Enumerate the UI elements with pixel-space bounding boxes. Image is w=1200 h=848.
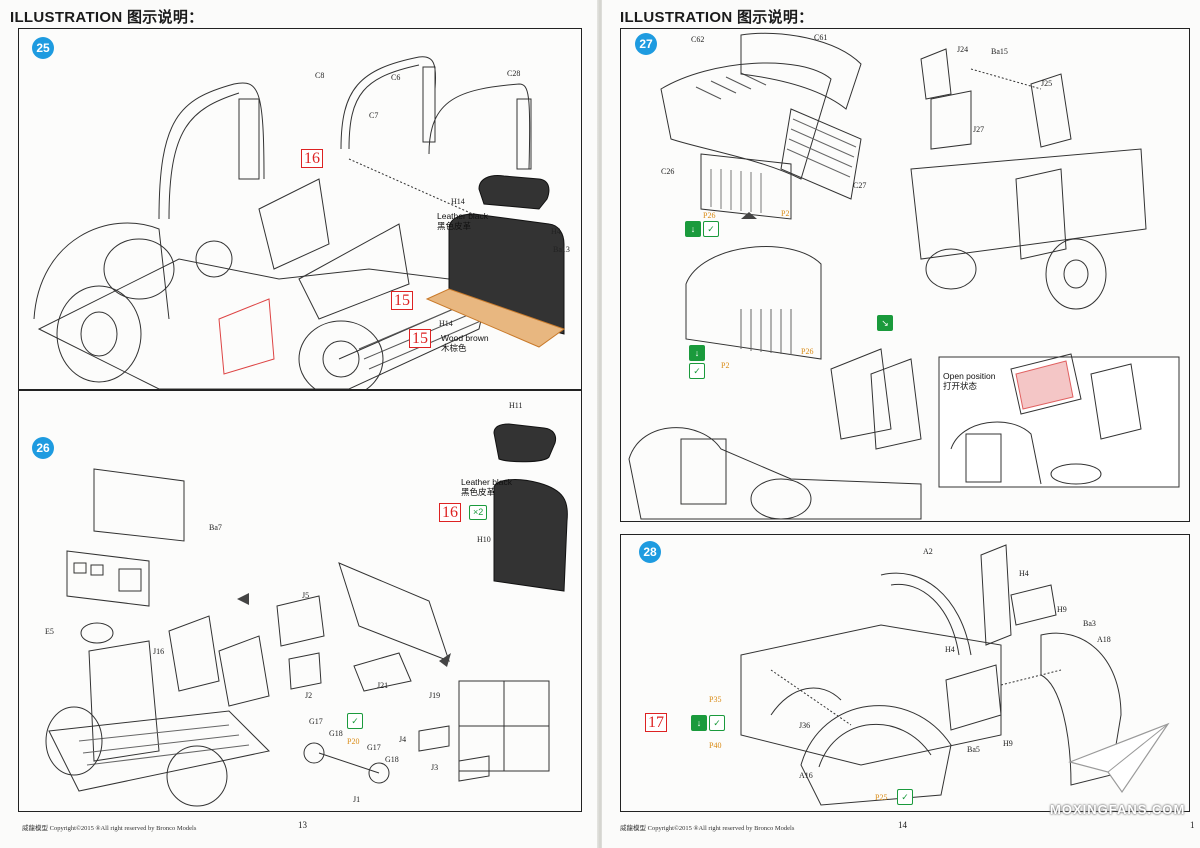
part-label: A18 — [1097, 635, 1111, 644]
part-label: H14 — [451, 197, 465, 206]
part-label: J16 — [153, 647, 165, 656]
glue-icon: ↓ — [685, 221, 701, 237]
part-label: H4 — [945, 645, 955, 654]
footer: 威龍模型 Copyright©2015 ®All right reserved … — [620, 825, 795, 832]
footer: 威龍模型 Copyright©2015 ®All right reserved … — [22, 825, 197, 832]
step-25-drawing — [33, 56, 566, 389]
color-ref: 17 — [645, 713, 667, 732]
step-number: 26 — [32, 437, 54, 459]
paint-ref: P26 — [801, 347, 814, 356]
part-label: J5 — [302, 591, 310, 600]
note-en: Wood brown — [441, 333, 489, 343]
paint-ref: P40 — [709, 741, 722, 750]
part-label: H10 — [477, 535, 491, 544]
note-cn: 黑色皮革 — [437, 221, 472, 231]
paint-ref: P2 — [781, 209, 790, 218]
paint-ref: P25 — [875, 793, 888, 802]
edge-mark: 1 — [1190, 820, 1195, 830]
part-label: J4 — [399, 735, 407, 744]
step-25-panel: 25 — [18, 28, 582, 390]
part-label: J2 — [305, 691, 313, 700]
page-header: ILLUSTRATION 图示说明： — [620, 9, 814, 26]
step-26-drawing — [45, 423, 568, 807]
flip-icon: ↘ — [877, 315, 893, 331]
paint-ref: P26 — [703, 211, 716, 220]
note-en: Leather black — [437, 211, 489, 221]
page-header: ILLUSTRATION 图示说明： — [10, 9, 204, 26]
color-ref: 15 — [409, 329, 431, 348]
page-left: ILLUSTRATION 图示说明： 25 — [0, 0, 598, 848]
part-label: H4 — [551, 227, 561, 236]
part-label: G17 — [309, 717, 323, 726]
step-number: 27 — [635, 33, 657, 55]
glue-icon: ✓ — [689, 363, 705, 379]
part-label: Ba13 — [553, 245, 570, 254]
page-number: 13 — [298, 820, 307, 830]
part-label: J25 — [1041, 79, 1053, 88]
part-label: J36 — [799, 721, 811, 730]
part-label: J21 — [377, 681, 389, 690]
part-label: C28 — [507, 69, 521, 78]
color-ref: 16 — [301, 149, 323, 168]
part-label: J27 — [973, 125, 985, 134]
glue-icon: ✓ — [897, 789, 913, 805]
part-label: H11 — [509, 401, 523, 410]
glue-icon: ↓ — [689, 345, 705, 361]
note-cn: 打开状态 — [943, 381, 978, 391]
part-label: H9 — [1003, 739, 1013, 748]
part-label: J3 — [431, 763, 439, 772]
part-label: H14 — [439, 319, 453, 328]
color-ref: 15 — [391, 291, 413, 310]
leather-note: Leather black 黑色皮革 — [461, 477, 512, 497]
part-label: J19 — [429, 691, 441, 700]
part-label: C26 — [661, 167, 675, 176]
wood-note: Wood brown 木棕色 — [441, 333, 489, 353]
step-number: 28 — [639, 541, 661, 563]
note-en: Open position — [943, 371, 996, 381]
part-label: A16 — [799, 771, 813, 780]
step-26-panel: 26 — [18, 390, 582, 812]
gutter — [597, 0, 603, 848]
step-number: 25 — [32, 37, 54, 59]
step-27-drawing — [628, 32, 1180, 520]
part-label: Ba7 — [209, 523, 222, 532]
part-label: G17 — [367, 743, 381, 752]
glue-icon: ✓ — [709, 715, 725, 731]
part-label: H9 — [1057, 605, 1067, 614]
part-label: C8 — [315, 71, 325, 80]
watermark-logo — [1068, 722, 1170, 794]
paint-ref: P20 — [347, 737, 360, 746]
part-label: C7 — [369, 111, 379, 120]
part-label: E5 — [45, 627, 54, 636]
open-position-note: Open position 打开状态 — [943, 371, 995, 391]
step-27-panel: 27 — [620, 28, 1190, 522]
part-label: G18 — [385, 755, 399, 764]
part-label: G18 — [329, 729, 343, 738]
watermark-text: MOXINGFANS.COM — [1050, 802, 1186, 817]
part-label: C61 — [814, 33, 828, 42]
page-number: 14 — [898, 820, 907, 830]
glue-icon: ✓ — [347, 713, 363, 729]
paint-ref: P2 — [721, 361, 730, 370]
part-label: Ba5 — [967, 745, 980, 754]
page-right: ILLUSTRATION 图示说明： 27 — [602, 0, 1200, 848]
color-ref: 16 — [439, 503, 461, 522]
part-label: C62 — [691, 35, 705, 44]
note-cn: 黑色皮革 — [461, 487, 496, 497]
part-label: C27 — [853, 181, 867, 190]
part-label: Ba3 — [1083, 619, 1096, 628]
glue-icon: ✓ — [703, 221, 719, 237]
note-en: Leather black — [461, 477, 513, 487]
quantity-badge: ×2 — [469, 505, 488, 520]
note-cn: 木棕色 — [441, 343, 467, 353]
leather-note: Leather black 黑色皮革 — [437, 211, 488, 231]
paint-ref: P35 — [709, 695, 722, 704]
part-label: A2 — [923, 547, 933, 556]
part-label: Ba15 — [991, 47, 1008, 56]
part-label: C6 — [391, 73, 401, 82]
part-label: J24 — [957, 45, 969, 54]
glue-icon: ↓ — [691, 715, 707, 731]
part-label: H4 — [1019, 569, 1029, 578]
part-label: J1 — [353, 795, 361, 804]
